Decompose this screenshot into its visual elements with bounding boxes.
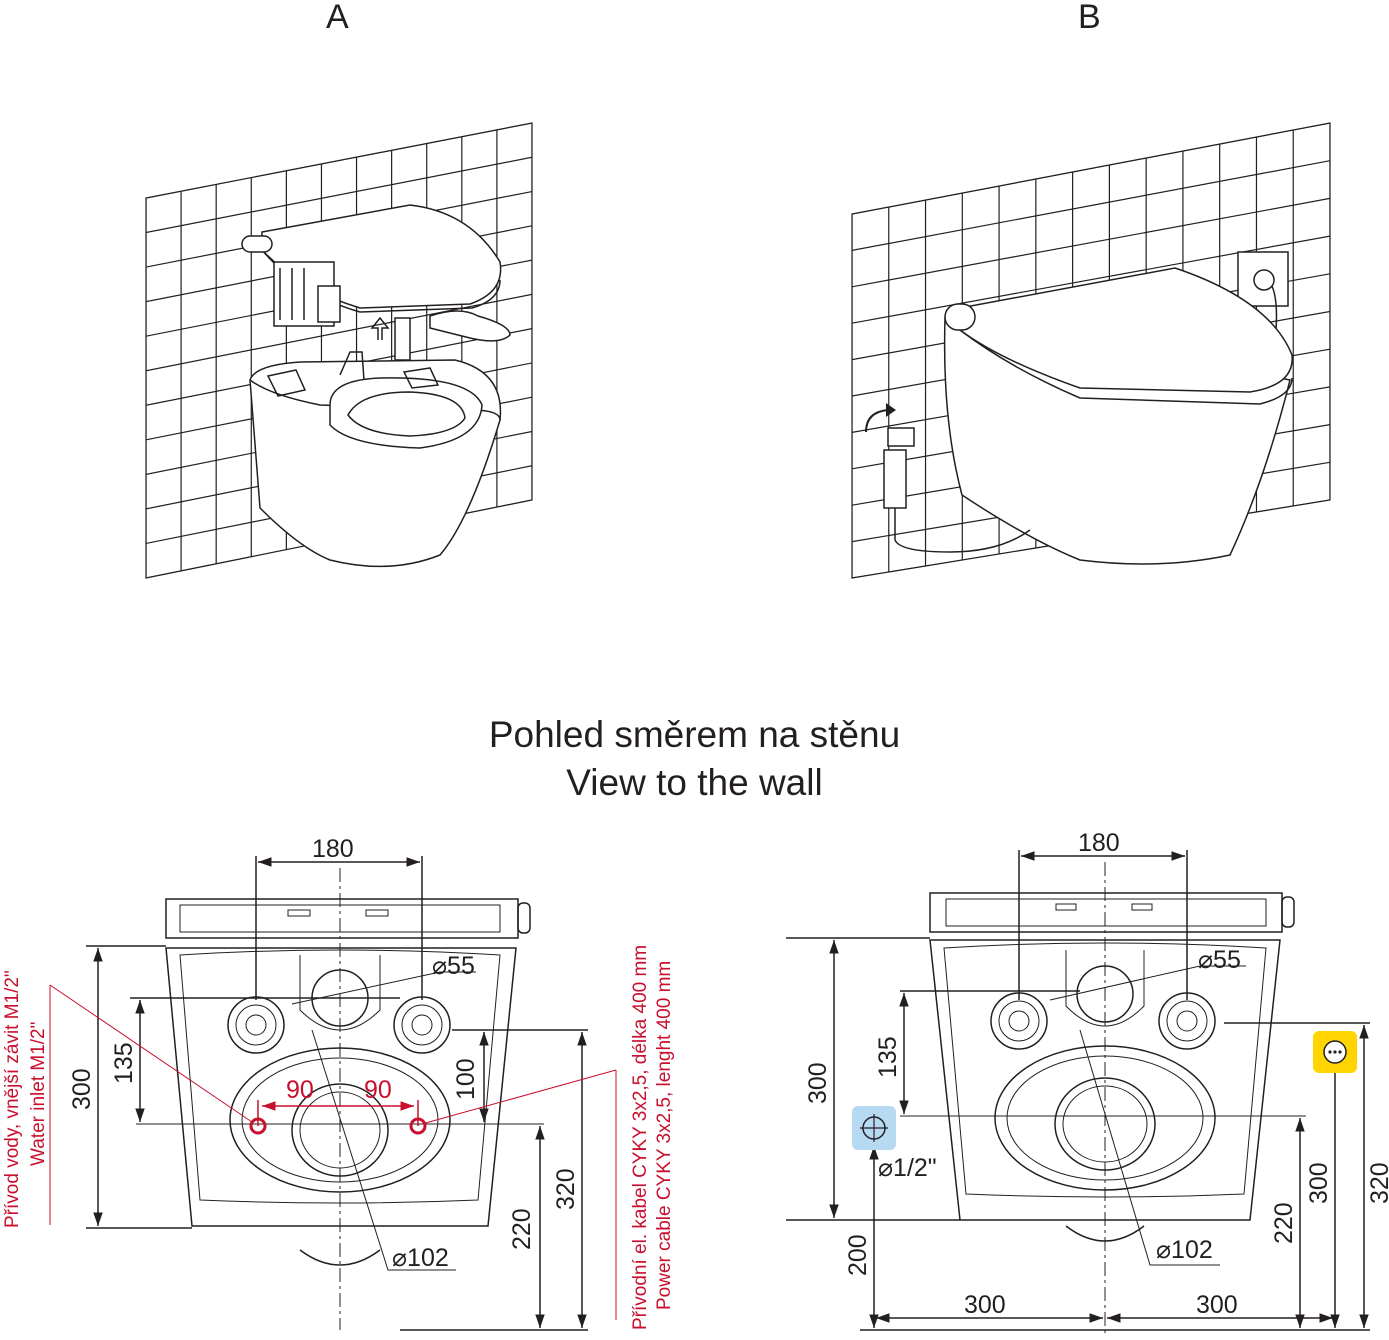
right-dia-half-inch: ⌀1/2" — [878, 1154, 937, 1182]
right-dim-300: 300 — [804, 1062, 832, 1104]
left-view — [86, 856, 588, 1331]
left-dim-90-left: 90 — [286, 1076, 314, 1104]
right-dim-200: 200 — [844, 1234, 872, 1276]
right-dim-300b: 300 — [1305, 1162, 1333, 1204]
right-dimension-labels: 180 ⌀55 135 300 ⌀1/2" 200 ⌀102 220 300 3… — [804, 829, 1389, 1319]
right-dim-320: 320 — [1366, 1162, 1389, 1204]
power-cable-label-cz: Přívodní el. kabel CYKY 3x2,5, délka 400… — [630, 945, 651, 1330]
left-dia-102: ⌀102 — [392, 1244, 449, 1272]
toilet-closed-b — [943, 267, 1293, 565]
left-dim-100: 100 — [452, 1058, 480, 1100]
right-view — [786, 850, 1370, 1335]
section-heading-cz: Pohled směrem na stěnu — [488, 714, 901, 755]
water-inlet-label-en: Water inlet M1/2" — [28, 1022, 49, 1166]
left-dim-300: 300 — [68, 1068, 96, 1110]
left-red-labels: Přívod vody, vnější závit M1/2" Water in… — [2, 945, 675, 1330]
right-dim-135: 135 — [874, 1036, 902, 1078]
power-socket-icon — [1313, 1031, 1357, 1073]
seat-unit-a — [241, 204, 511, 361]
left-red-dims — [49, 984, 617, 1320]
right-dia-55: ⌀55 — [1198, 946, 1241, 974]
power-cable-label-en: Power cable CYKY 3x2,5, lenght 400 mm — [654, 961, 675, 1310]
water-inlet-icon — [852, 1106, 896, 1150]
left-dim-180: 180 — [312, 835, 354, 863]
right-dim-180: 180 — [1078, 829, 1120, 857]
right-dim-220: 220 — [1270, 1202, 1298, 1244]
left-dimension-labels: 180 ⌀55 135 300 90 90 100 220 320 ⌀102 — [68, 835, 580, 1272]
left-dia-55: ⌀55 — [432, 952, 475, 980]
left-dim-135: 135 — [110, 1042, 138, 1084]
water-valve-b — [883, 427, 1031, 553]
left-dim-320: 320 — [552, 1168, 580, 1210]
left-dim-90-right: 90 — [364, 1076, 392, 1104]
right-dim-300-bottom-left: 300 — [964, 1291, 1006, 1319]
power-socket-box-b — [1237, 251, 1289, 331]
rotate-arrow-icon — [865, 403, 896, 433]
water-inlet-label-cz: Přívod vody, vnější závit M1/2" — [2, 970, 23, 1228]
section-heading-en: View to the wall — [566, 762, 823, 803]
wall-outline-a — [145, 122, 533, 579]
wall-outline-b — [851, 122, 1331, 579]
panel-label-a: A — [326, 0, 349, 36]
toilet-bowl-a — [249, 351, 502, 568]
right-dia-102: ⌀102 — [1156, 1236, 1213, 1264]
left-dim-220: 220 — [508, 1208, 536, 1250]
panel-label-b: B — [1078, 0, 1101, 36]
right-dim-300-bottom-right: 300 — [1196, 1291, 1238, 1319]
